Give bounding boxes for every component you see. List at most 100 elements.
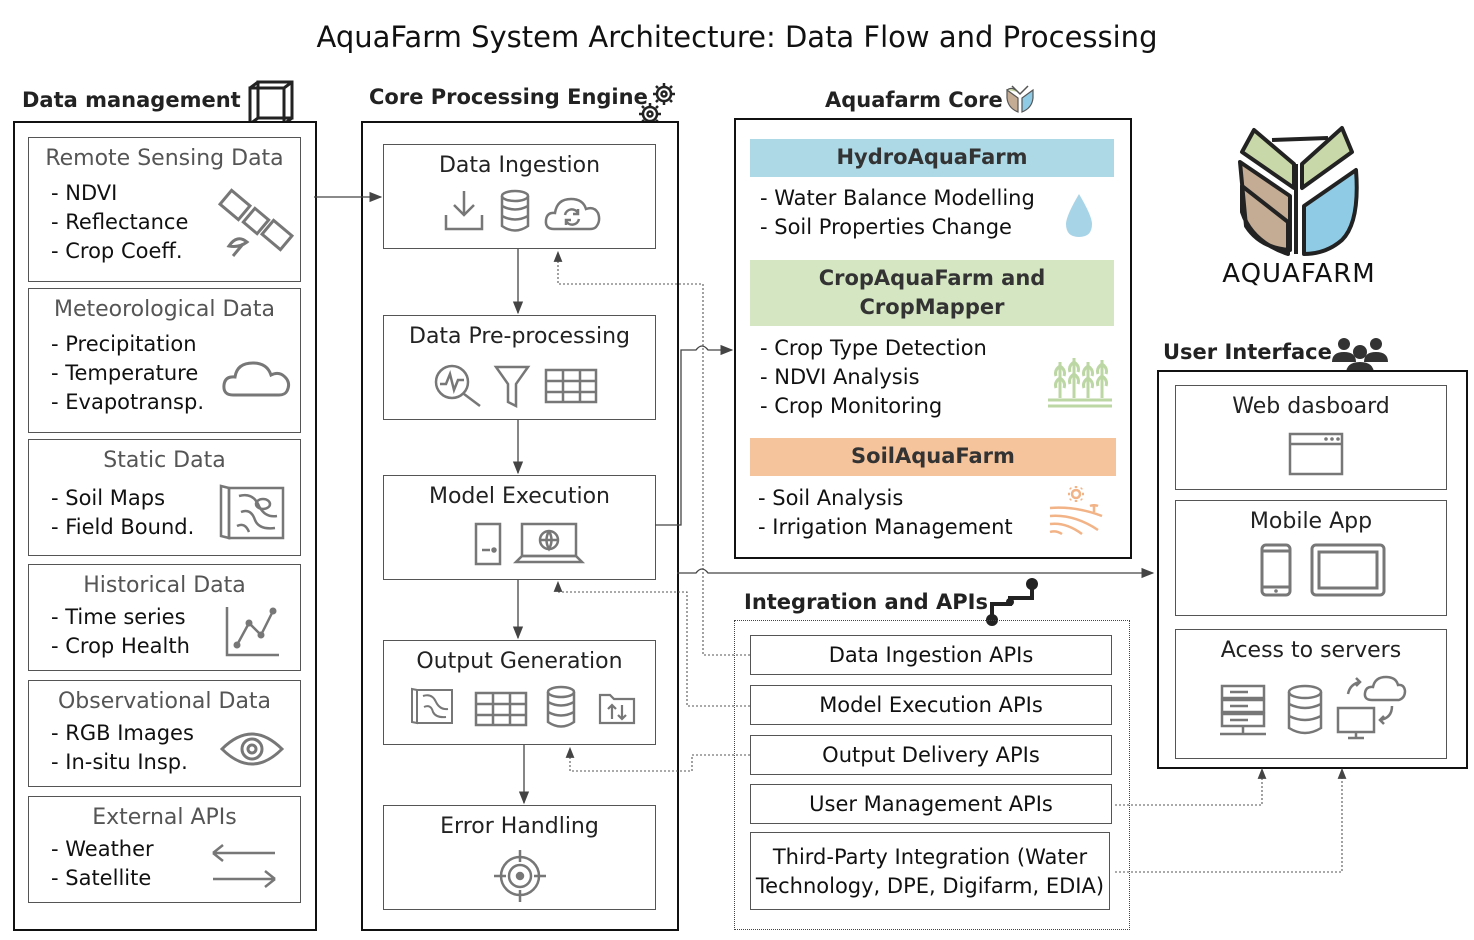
water-drop-icon: [1066, 194, 1092, 237]
soilaquafarm-title: SoilAquaFarm: [851, 444, 1015, 468]
list-item: - Crop Coeff.: [51, 239, 183, 263]
server-access-title: Acess to servers: [1220, 638, 1402, 663]
hydroaquafarm-band: HydroAquaFarm: [750, 139, 1114, 177]
integration-title: Integration and APIs: [744, 590, 988, 614]
list-item: - Time series: [51, 605, 186, 629]
mobile-app-box[interactable]: Mobile App: [1175, 500, 1447, 616]
remote-sensing-title: Remote Sensing Data: [45, 146, 284, 171]
dotted-arrow-thirdparty-api: [1115, 767, 1347, 873]
list-item: - Soil Maps: [51, 486, 166, 510]
data-preprocessing-step: Data Pre-processing: [383, 315, 656, 420]
hydroaquafarm-list: - Water Balance Modelling - Soil Propert…: [760, 184, 1035, 242]
list-item: - Precipitation: [51, 332, 197, 356]
database-icon: [1287, 684, 1323, 735]
map-icon: [411, 687, 453, 725]
browser-window-icon: [1288, 432, 1344, 476]
map-icon: [219, 484, 285, 540]
error-handling-title: Error Handling: [440, 814, 599, 839]
connector-icon: [986, 578, 1038, 626]
web-dashboard-box[interactable]: Web dasboard: [1175, 385, 1447, 490]
meteorological-list: - Precipitation - Temperature - Evapotra…: [51, 330, 204, 417]
integration-panel: Data Ingestion APIs Model Execution APIs…: [734, 620, 1130, 930]
data-management-title: Data management: [22, 88, 241, 112]
core-engine-title: Core Processing Engine: [369, 85, 648, 109]
diagram-title: AquaFarm System Architecture: Data Flow …: [316, 20, 1158, 54]
table-icon: [474, 691, 528, 727]
model-execution-title: Model Execution: [428, 484, 610, 509]
model-execution-api[interactable]: Model Execution APIs: [750, 685, 1112, 725]
cloud-computer-icon: [1336, 675, 1407, 740]
table-icon: [544, 368, 598, 404]
external-apis-box: External APIs - Weather - Satellite: [28, 796, 301, 903]
list-item: - NDVI Analysis: [760, 365, 920, 389]
logo-text: AQUAFARM: [1222, 259, 1375, 289]
filter-icon: [493, 365, 531, 409]
list-item: - Crop Health: [51, 634, 190, 658]
soilaquafarm-band: SoilAquaFarm: [750, 438, 1116, 476]
analysis-icon: [434, 364, 481, 407]
laptop-globe-icon: [512, 522, 586, 564]
target-icon: [494, 850, 546, 902]
observational-data-box: Observational Data - RGB Images - In-sit…: [28, 680, 301, 787]
aquafarm-logo: AQUAFARM: [1222, 126, 1375, 289]
data-ingestion-step: Data Ingestion: [383, 144, 656, 249]
dotted-arrow-model-api: [553, 580, 750, 707]
download-icon: [444, 191, 484, 231]
static-data-box: Static Data - Soil Maps - Field Bound.: [28, 439, 301, 556]
phone-icon: [1260, 543, 1292, 597]
third-party-integration-api[interactable]: Third-Party Integration (Water Technolog…: [750, 832, 1110, 910]
output-generation-step: Output Generation: [383, 640, 656, 745]
list-item: - Field Bound.: [51, 515, 195, 539]
historical-data-box: Historical Data - Time series - Crop Hea…: [28, 564, 301, 671]
observational-data-title: Observational Data: [57, 689, 272, 714]
observational-data-list: - RGB Images - In-situ Insp.: [51, 719, 194, 777]
dotted-arrow-ingestion-api: [553, 250, 750, 656]
cropaquafarm-title: CropAquaFarm and CropMapper: [818, 266, 1046, 319]
arrow-model-to-ui: [677, 567, 1155, 579]
third-party-line: Technology, DPE, Digifarm, EDIA): [755, 874, 1105, 898]
list-item: - Soil Properties Change: [760, 215, 1012, 239]
error-handling-step: Error Handling: [383, 805, 656, 910]
list-item: - Reflectance: [51, 210, 189, 234]
list-item: - Soil Analysis: [758, 486, 904, 510]
list-item: - Evapotransp.: [51, 390, 204, 414]
user-management-api[interactable]: User Management APIs: [750, 784, 1112, 824]
folder-transfer-icon: [598, 693, 636, 725]
dotted-arrow-output-api: [565, 746, 750, 772]
static-data-title: Static Data: [103, 448, 226, 473]
aquafarm-core-panel: HydroAquaFarm - Water Balance Modelling …: [734, 118, 1132, 559]
aquafarm-leaf-icon: [1006, 85, 1034, 113]
list-item: - RGB Images: [51, 721, 194, 745]
list-item: - In-situ Insp.: [51, 750, 188, 774]
cloud-icon: [222, 361, 291, 397]
list-item: - NDVI: [51, 181, 118, 205]
output-delivery-api[interactable]: Output Delivery APIs: [750, 735, 1112, 775]
dotted-arrow-user-api: [1115, 767, 1267, 806]
model-execution-step: Model Execution: [383, 475, 656, 580]
mobile-app-title: Mobile App: [1249, 509, 1373, 534]
web-dashboard-title: Web dasboard: [1232, 394, 1390, 419]
external-apis-list: - Weather - Satellite: [51, 835, 154, 893]
cropaquafarm-list: - Crop Type Detection - NDVI Analysis - …: [760, 334, 987, 421]
static-data-list: - Soil Maps - Field Bound.: [51, 484, 194, 542]
list-item: - Satellite: [51, 866, 152, 890]
meteorological-box: Meteorological Data - Precipitation - Te…: [28, 288, 301, 433]
remote-sensing-list: - NDVI - Reflectance - Crop Coeff.: [51, 179, 188, 266]
database-icon: [546, 685, 576, 728]
server-access-box[interactable]: Acess to servers: [1175, 629, 1447, 759]
list-item: - Irrigation Management: [758, 515, 1013, 539]
eye-icon: [219, 732, 285, 766]
historical-data-list: - Time series - Crop Health: [51, 603, 190, 661]
tablet-icon: [1310, 543, 1386, 597]
data-ingestion-api[interactable]: Data Ingestion APIs: [750, 635, 1112, 675]
output-generation-title: Output Generation: [416, 649, 623, 674]
database-icon: [500, 189, 530, 232]
aquafarm-core-title: Aquafarm Core: [825, 88, 1003, 112]
band-background: [750, 139, 1114, 177]
data-ingestion-title: Data Ingestion: [438, 153, 601, 178]
line-chart-icon: [225, 607, 279, 657]
server-rack-icon: [1220, 684, 1266, 736]
cropaquafarm-band: CropAquaFarm and CropMapper: [750, 260, 1114, 326]
external-apis-title: External APIs: [92, 805, 237, 830]
